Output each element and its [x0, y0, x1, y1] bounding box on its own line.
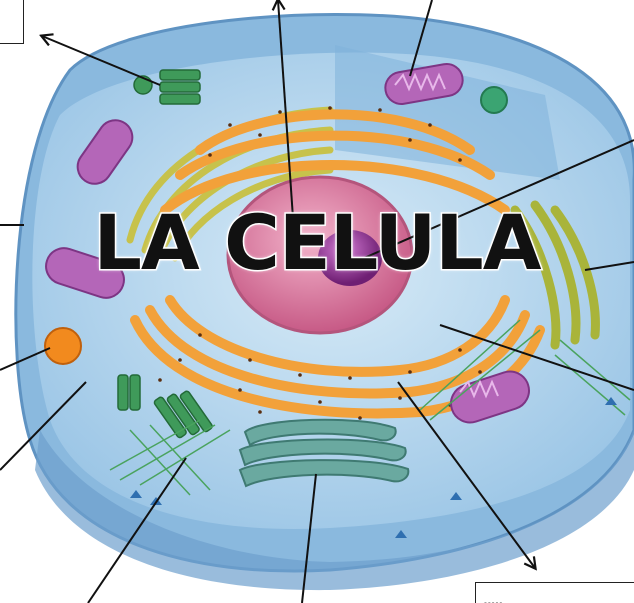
nucleolus	[318, 230, 382, 286]
label-box-text: ▪▪▪▪▪	[484, 599, 503, 603]
lysosome	[45, 328, 81, 364]
vesicle	[481, 87, 507, 113]
label-box-top-left[interactable]	[0, 0, 24, 44]
label-box-bottom-right[interactable]: ▪▪▪▪▪	[475, 582, 634, 603]
